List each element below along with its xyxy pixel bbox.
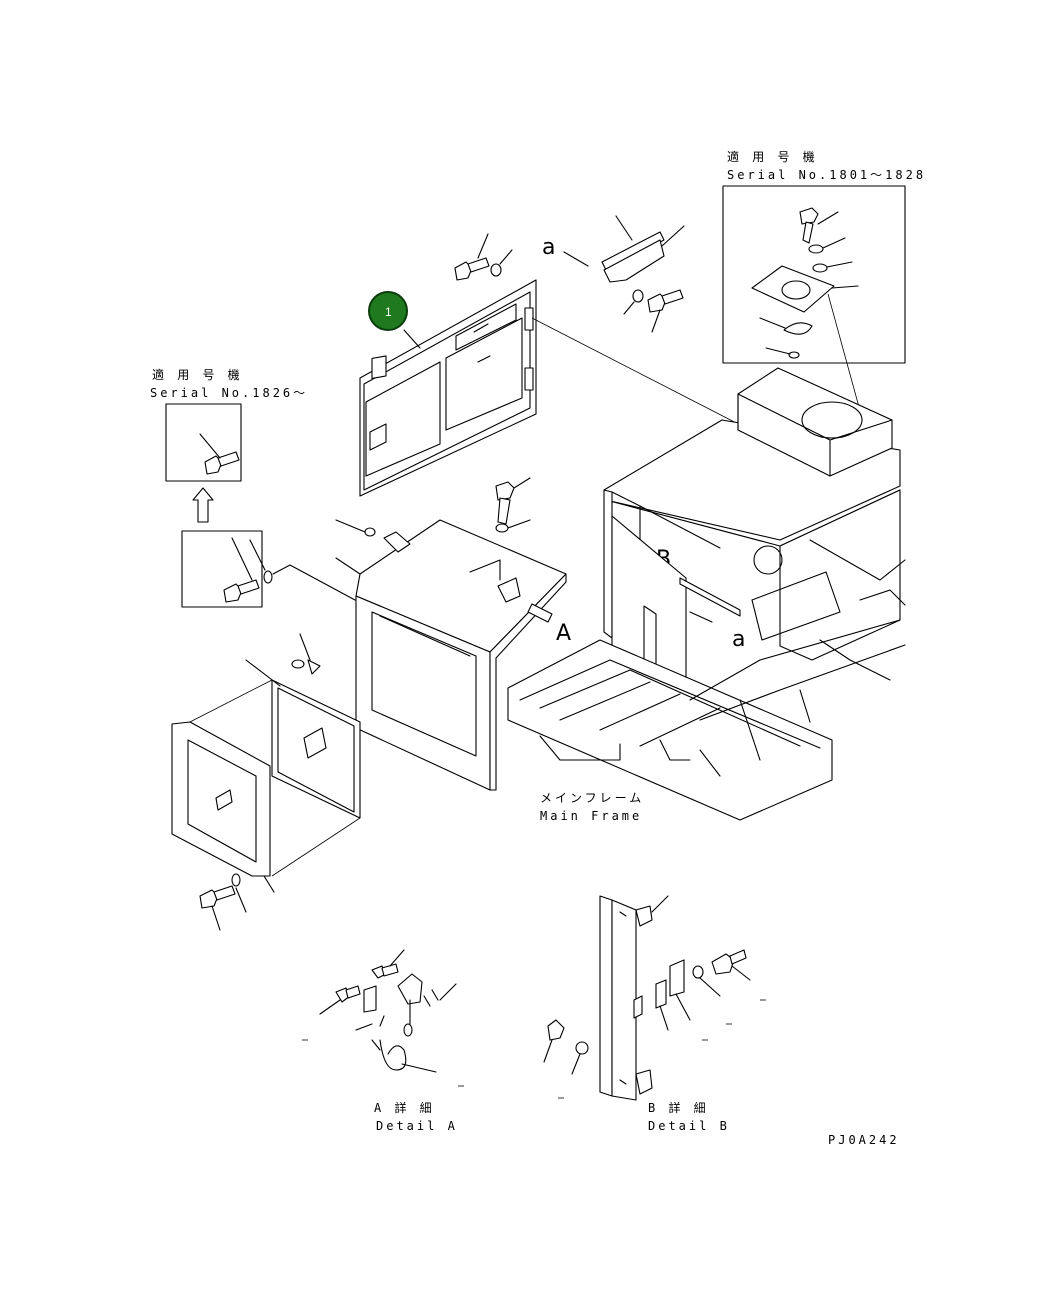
detail-a: A 詳 細 Detail A — [319, 949, 458, 1133]
view-a-label: A — [556, 621, 571, 646]
ref-a-mid: a — [732, 627, 745, 652]
front-enclosure: A — [335, 477, 571, 791]
filter-screen — [185, 633, 361, 877]
upgrade-arrow-icon — [192, 487, 214, 523]
main-frame-label-en: Main Frame — [540, 809, 642, 823]
drawing-code: PJ0A242 — [828, 1133, 900, 1147]
inset-bolt — [799, 207, 839, 244]
callout-1[interactable]: 1 — [368, 291, 408, 331]
detail-b: B 詳 細 Detail B — [543, 895, 751, 1133]
ref-a-top: a — [542, 235, 555, 260]
inset-serial-1826: 適 用 号 機 Serial No.1826～ — [150, 367, 356, 608]
inset-top-serial-jp: 適 用 号 機 — [727, 149, 818, 164]
detail-b-label-jp: B 詳 細 — [648, 1100, 709, 1115]
main-frame-label-jp: メインフレーム — [540, 791, 644, 805]
inset-plate — [751, 265, 859, 313]
inset-left-serial-jp: 適 用 号 機 — [152, 367, 243, 382]
callout-number: 1 — [385, 305, 392, 319]
detail-b-label-en: Detail B — [648, 1119, 730, 1133]
door-panel — [359, 279, 751, 497]
door-bolts — [454, 233, 513, 281]
inset-serial-1801-1828: 適 用 号 機 Serial No.1801～1828 — [722, 149, 926, 419]
detail-a-label-en: Detail A — [376, 1119, 458, 1133]
inset-left-serial-en: Serial No.1826～ — [150, 386, 308, 400]
top-bracket: a — [542, 215, 685, 333]
inset-washer-2 — [812, 263, 828, 273]
inset-washer-1 — [808, 244, 824, 254]
inset-small-washer — [788, 351, 800, 359]
inset-cover — [783, 322, 813, 335]
callout-ticks — [302, 999, 766, 1099]
front-cover-plate — [171, 721, 275, 931]
main-frame: B a — [507, 367, 906, 821]
inset-top-serial-en: Serial No.1801～1828 — [727, 168, 926, 182]
detail-a-label-jp: A 詳 細 — [374, 1100, 435, 1115]
